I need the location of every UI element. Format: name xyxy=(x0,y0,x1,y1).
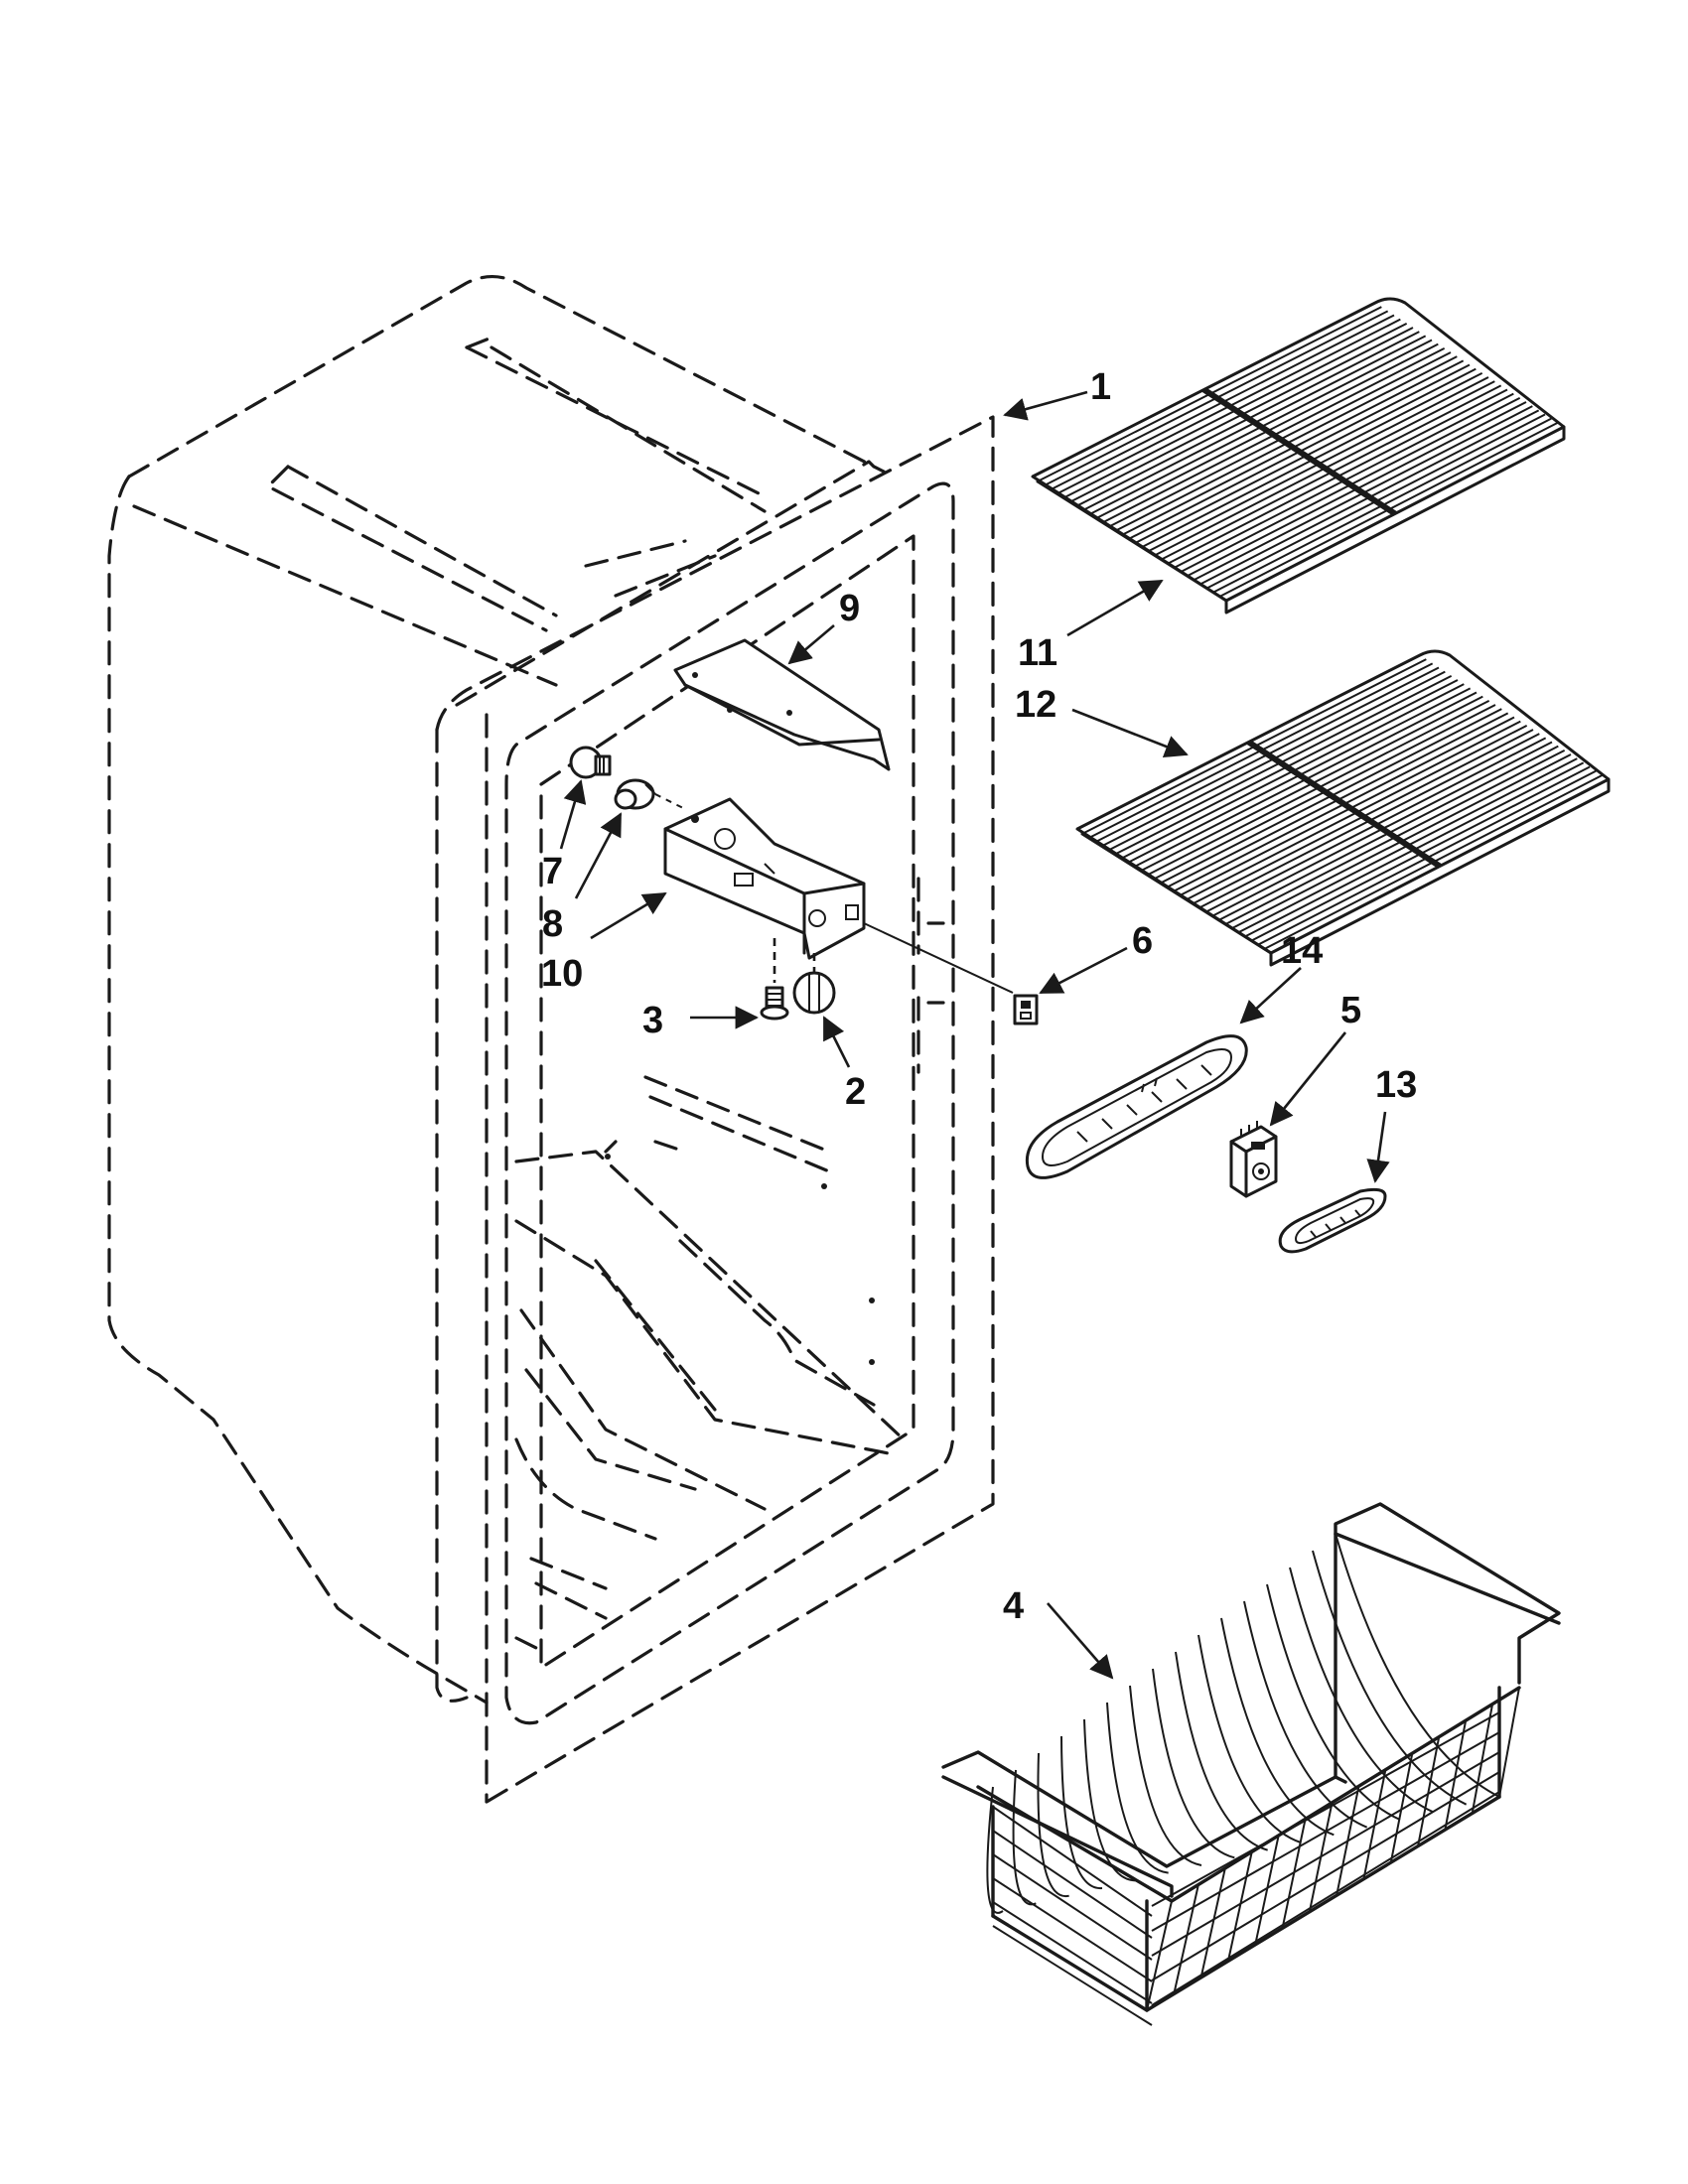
basket-front-wire xyxy=(1444,1719,1468,1831)
basket-rib-wire xyxy=(1083,1718,1136,1882)
shelf-frame xyxy=(1031,297,1566,614)
basket-rib-wire xyxy=(1220,1617,1335,1837)
callout-7: 7 xyxy=(542,851,563,892)
basket-rib-wire xyxy=(1106,1702,1169,1874)
shelf-front-edge xyxy=(1036,425,1566,603)
callout-10: 10 xyxy=(541,953,583,995)
leader-1 xyxy=(1003,390,1088,421)
basket-rib-wire xyxy=(1012,1769,1037,1906)
callout-11: 11 xyxy=(1018,632,1057,674)
leader-11 xyxy=(1066,579,1164,637)
part-4-wire-basket xyxy=(941,1502,1561,2026)
basket-horizontal-wire xyxy=(1151,1711,1500,1907)
basket-front-wire xyxy=(1146,1900,1173,2011)
part-14-vent-grille xyxy=(1025,1034,1248,1179)
part-11-wire-shelf xyxy=(1031,297,1566,614)
basket-rib-wire xyxy=(1060,1735,1103,1890)
basket-front-wire xyxy=(1389,1752,1414,1863)
shelf-front-edge xyxy=(1080,777,1611,955)
basket-side-wire xyxy=(992,1877,1153,1982)
callout-3: 3 xyxy=(642,1000,663,1041)
callout-4: 4 xyxy=(1003,1585,1024,1627)
basket-horizontal-wire xyxy=(1151,1731,1500,1932)
leader-9 xyxy=(787,624,835,665)
shelf-support-bar xyxy=(1201,386,1397,517)
basket-side-wire xyxy=(992,1901,1153,2004)
shelf-support-bar xyxy=(1246,739,1442,870)
basket-rib-wire xyxy=(1266,1583,1401,1821)
callout-9: 9 xyxy=(839,588,860,629)
basket-rib-wire xyxy=(1312,1550,1468,1806)
callout-14: 14 xyxy=(1281,930,1323,972)
part-10-light-housing xyxy=(663,797,866,960)
leader-14 xyxy=(1239,967,1302,1024)
callout-12: 12 xyxy=(1015,684,1056,726)
cabinet-liner xyxy=(107,274,995,1804)
leader-5 xyxy=(1269,1031,1347,1127)
leader-10 xyxy=(590,891,667,940)
basket-horizontal-wire xyxy=(1151,1791,1500,2006)
leader-2 xyxy=(822,1016,851,1068)
part-6-light-switch xyxy=(1013,994,1039,1025)
part-8-lamp-socket xyxy=(614,778,686,810)
callout-1: 1 xyxy=(1090,366,1111,408)
part-3-screw xyxy=(760,938,789,1021)
basket-side-wire xyxy=(992,1806,1153,1917)
light-wire xyxy=(863,922,1014,994)
leader-6 xyxy=(1039,946,1128,995)
basket-side-wire xyxy=(992,1925,1153,2026)
basket-side-wire xyxy=(992,1853,1153,1961)
leader-lines xyxy=(559,390,1390,1680)
basket-front-wire xyxy=(1173,1884,1199,1994)
basket-rib-wire xyxy=(1129,1685,1202,1866)
leader-7 xyxy=(559,779,587,850)
callout-13: 13 xyxy=(1375,1064,1417,1106)
basket-rib-wire xyxy=(986,1786,1004,1914)
callout-8: 8 xyxy=(542,903,563,945)
shelf-frame xyxy=(1075,649,1611,967)
basket-horizontal-wire xyxy=(1151,1771,1500,1981)
basket-side-wire xyxy=(992,1830,1153,1939)
basket-front-wire xyxy=(1417,1736,1441,1846)
basket-rib-wire xyxy=(1335,1533,1500,1798)
part-12-wire-shelf xyxy=(1075,649,1611,967)
part-2-control-knob xyxy=(792,953,836,1015)
basket-front-wire xyxy=(1226,1851,1253,1962)
basket-rib-wire xyxy=(1175,1651,1268,1851)
callout-6: 6 xyxy=(1132,920,1153,962)
leader-13 xyxy=(1366,1111,1390,1183)
callout-2: 2 xyxy=(845,1071,866,1113)
callout-labels: 1 2 3 4 5 6 7 8 9 10 11 12 13 14 xyxy=(541,366,1417,1627)
callout-5: 5 xyxy=(1340,990,1361,1031)
basket-rib-wire xyxy=(1289,1567,1434,1814)
basket-rib-wire xyxy=(1243,1600,1368,1829)
basket-front-wire xyxy=(1199,1867,1226,1979)
basket-front-wire xyxy=(1471,1704,1494,1814)
leader-4 xyxy=(1047,1602,1114,1680)
leader-12 xyxy=(1071,708,1189,758)
part-9-bracket xyxy=(673,638,891,771)
part-5-thermostat xyxy=(1229,1121,1278,1198)
basket-rib-wire xyxy=(1152,1668,1235,1859)
basket-horizontal-wire xyxy=(1151,1751,1500,1957)
part-7-light-bulb xyxy=(569,746,612,779)
basket-front-wire xyxy=(1254,1835,1280,1946)
basket-front-wire xyxy=(1498,1687,1520,1798)
basket-rib-wire xyxy=(1197,1634,1302,1843)
leader-8 xyxy=(574,812,623,899)
part-13-vent-grille xyxy=(1278,1187,1387,1254)
